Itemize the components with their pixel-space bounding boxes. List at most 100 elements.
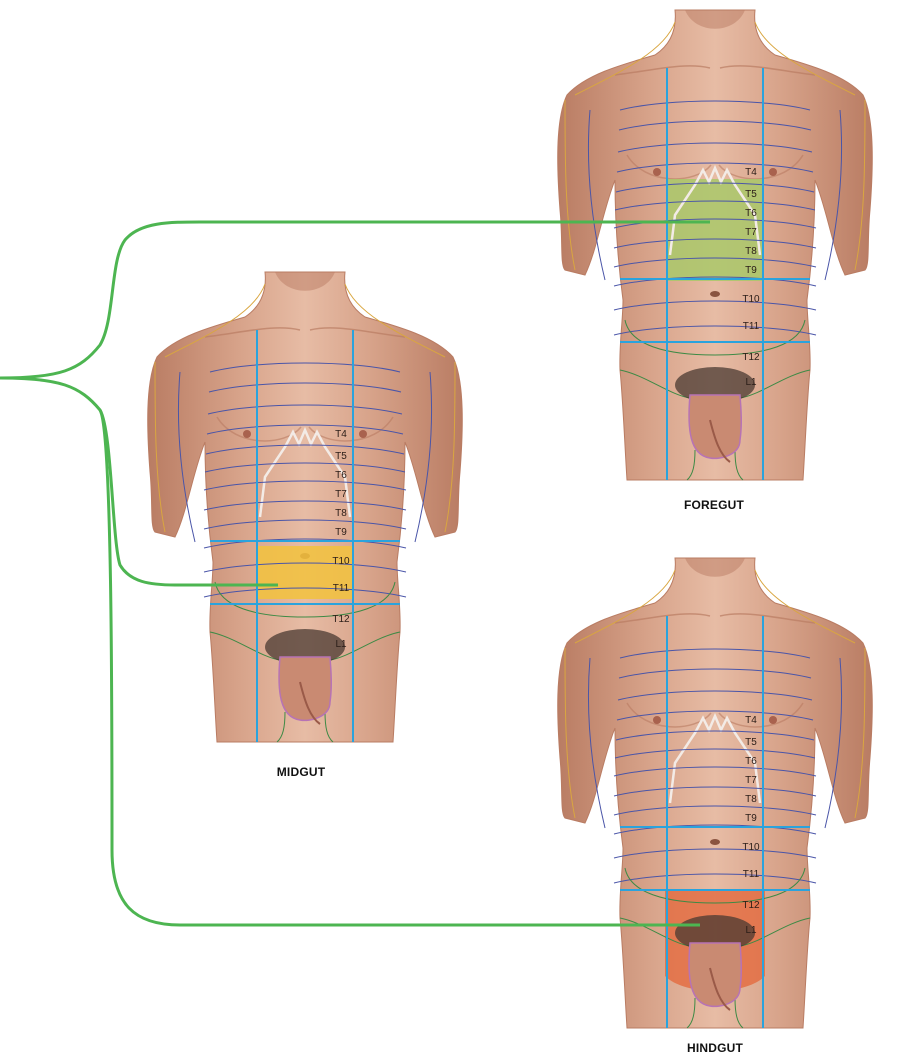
thoracic-dermatome-line: [614, 200, 816, 211]
dermatome-level-label: T6: [335, 470, 347, 481]
inguinal-dermatome-line: [619, 917, 811, 947]
thoracic-dermatome-line: [615, 182, 815, 193]
torso-silhouette: [557, 557, 873, 1029]
thigh-dermatome-line: [686, 449, 744, 481]
midgut-caption: MIDGUT: [276, 765, 326, 779]
cervical-dermatome-lines: [164, 283, 446, 358]
foregut-caption: FOREGUT: [683, 498, 745, 512]
dermatome-level-label: T10: [332, 556, 350, 567]
thoracic-dermatome-line: [208, 382, 402, 393]
dermatome-level-label: L1: [745, 925, 757, 936]
dermatome-level-label: T4: [745, 715, 757, 726]
lumbar-dermatome-line: [214, 581, 396, 618]
pubic-hair: [265, 629, 345, 665]
thoracic-dermatome-line: [613, 873, 817, 884]
thoracic-dermatome-line: [204, 462, 406, 473]
thoracic-dermatome-line: [203, 519, 407, 530]
dermatome-level-label: T6: [745, 208, 757, 219]
thoracic-dermatome-line: [207, 404, 403, 415]
lumbar-dermatome-line: [624, 867, 806, 904]
thoracic-dermatome-line: [613, 824, 817, 835]
genital-detail: [709, 967, 731, 1011]
thoracic-dermatome-line: [613, 300, 817, 311]
dermatome-level-label: T12: [332, 614, 350, 625]
dermatome-level-label: T7: [745, 775, 757, 786]
thoracic-dermatome-line: [619, 648, 811, 659]
dermatome-level-label: L1: [745, 377, 757, 388]
thoracic-dermatome-line: [209, 362, 401, 373]
foregut-connector-line: [0, 220, 710, 380]
arm-dermatome-lines: [564, 99, 866, 271]
cervical-dermatome-lines: [574, 569, 856, 644]
inguinal-dermatome-line: [619, 369, 811, 399]
chin-shadow: [685, 10, 745, 29]
torso-silhouette: [147, 271, 463, 743]
dermatome-level-label: T10: [742, 294, 760, 305]
costal-margin-outline: [668, 164, 762, 256]
right-nipple: [359, 430, 367, 438]
lumbar-dermatome-line: [624, 319, 806, 356]
thoracic-dermatome-line: [619, 100, 811, 111]
thoracic-dermatome-line: [613, 766, 817, 777]
dermatome-level-label: T9: [745, 813, 757, 824]
dermatome-level-label: T4: [745, 167, 757, 178]
thoracic-dermatome-line: [616, 162, 814, 173]
cervical-dermatome-lines: [574, 21, 856, 96]
thoracic-dermatome-line: [613, 238, 817, 249]
thoracic-dermatome-line: [613, 325, 817, 336]
thoracic-dermatome-line: [203, 500, 407, 511]
thoracic-dermatome-line: [618, 668, 812, 679]
costal-margin-outline: [668, 712, 762, 804]
thoracic-dermatome-line: [614, 748, 816, 759]
left-nipple: [653, 716, 661, 724]
pectoral-contour: [626, 702, 804, 728]
clavicle-contour: [204, 327, 406, 338]
inguinal-dermatome-line: [209, 631, 401, 661]
thoracic-dermatome-line: [617, 142, 813, 153]
dermatome-level-label: T12: [742, 352, 760, 363]
clavicle-contour: [614, 613, 816, 624]
thoracic-dermatome-line: [613, 848, 817, 859]
thoracic-dermatome-line: [617, 690, 813, 701]
dermatome-level-label: T9: [745, 265, 757, 276]
thoracic-dermatome-line: [616, 710, 814, 721]
dermatome-level-label: T5: [335, 451, 347, 462]
genital-outline: [688, 394, 743, 460]
thoracic-dermatome-line: [203, 587, 407, 598]
arm-dermatome-lines-blue: [177, 371, 433, 543]
thoracic-dermatome-line: [613, 786, 817, 797]
arm-dermatome-lines: [154, 361, 456, 533]
thigh-dermatome-line: [686, 997, 744, 1029]
dermatome-level-label: T8: [335, 508, 347, 519]
dermatome-level-label: T11: [743, 869, 760, 880]
dermatome-level-label: T11: [743, 321, 760, 332]
dermatome-level-label: T8: [745, 246, 757, 257]
thoracic-dermatome-line: [203, 480, 407, 491]
dermatome-level-label: T12: [742, 900, 760, 911]
thoracic-dermatome-line: [203, 538, 407, 549]
genital-outline: [688, 942, 743, 1008]
thoracic-dermatome-line: [203, 562, 407, 573]
left-nipple: [243, 430, 251, 438]
genital-detail: [299, 681, 321, 725]
genital-outline: [278, 656, 333, 722]
navel: [710, 839, 720, 845]
thoracic-dermatome-line: [613, 257, 817, 268]
hindgut-connector-line: [98, 409, 700, 927]
clavicle-contour: [614, 65, 816, 76]
dermatome-level-label: T7: [335, 489, 347, 500]
pectoral-contour: [626, 154, 804, 180]
navel: [710, 291, 720, 297]
dermatome-level-label: T5: [745, 737, 757, 748]
pectoral-contour: [216, 416, 394, 442]
foregut-pain-region: [667, 179, 763, 281]
thoracic-dermatome-line: [206, 424, 404, 435]
right-nipple: [769, 168, 777, 176]
midgut-pain-region: [257, 546, 353, 599]
dermatome-level-label: T11: [333, 583, 350, 594]
pubic-hair: [675, 367, 755, 403]
